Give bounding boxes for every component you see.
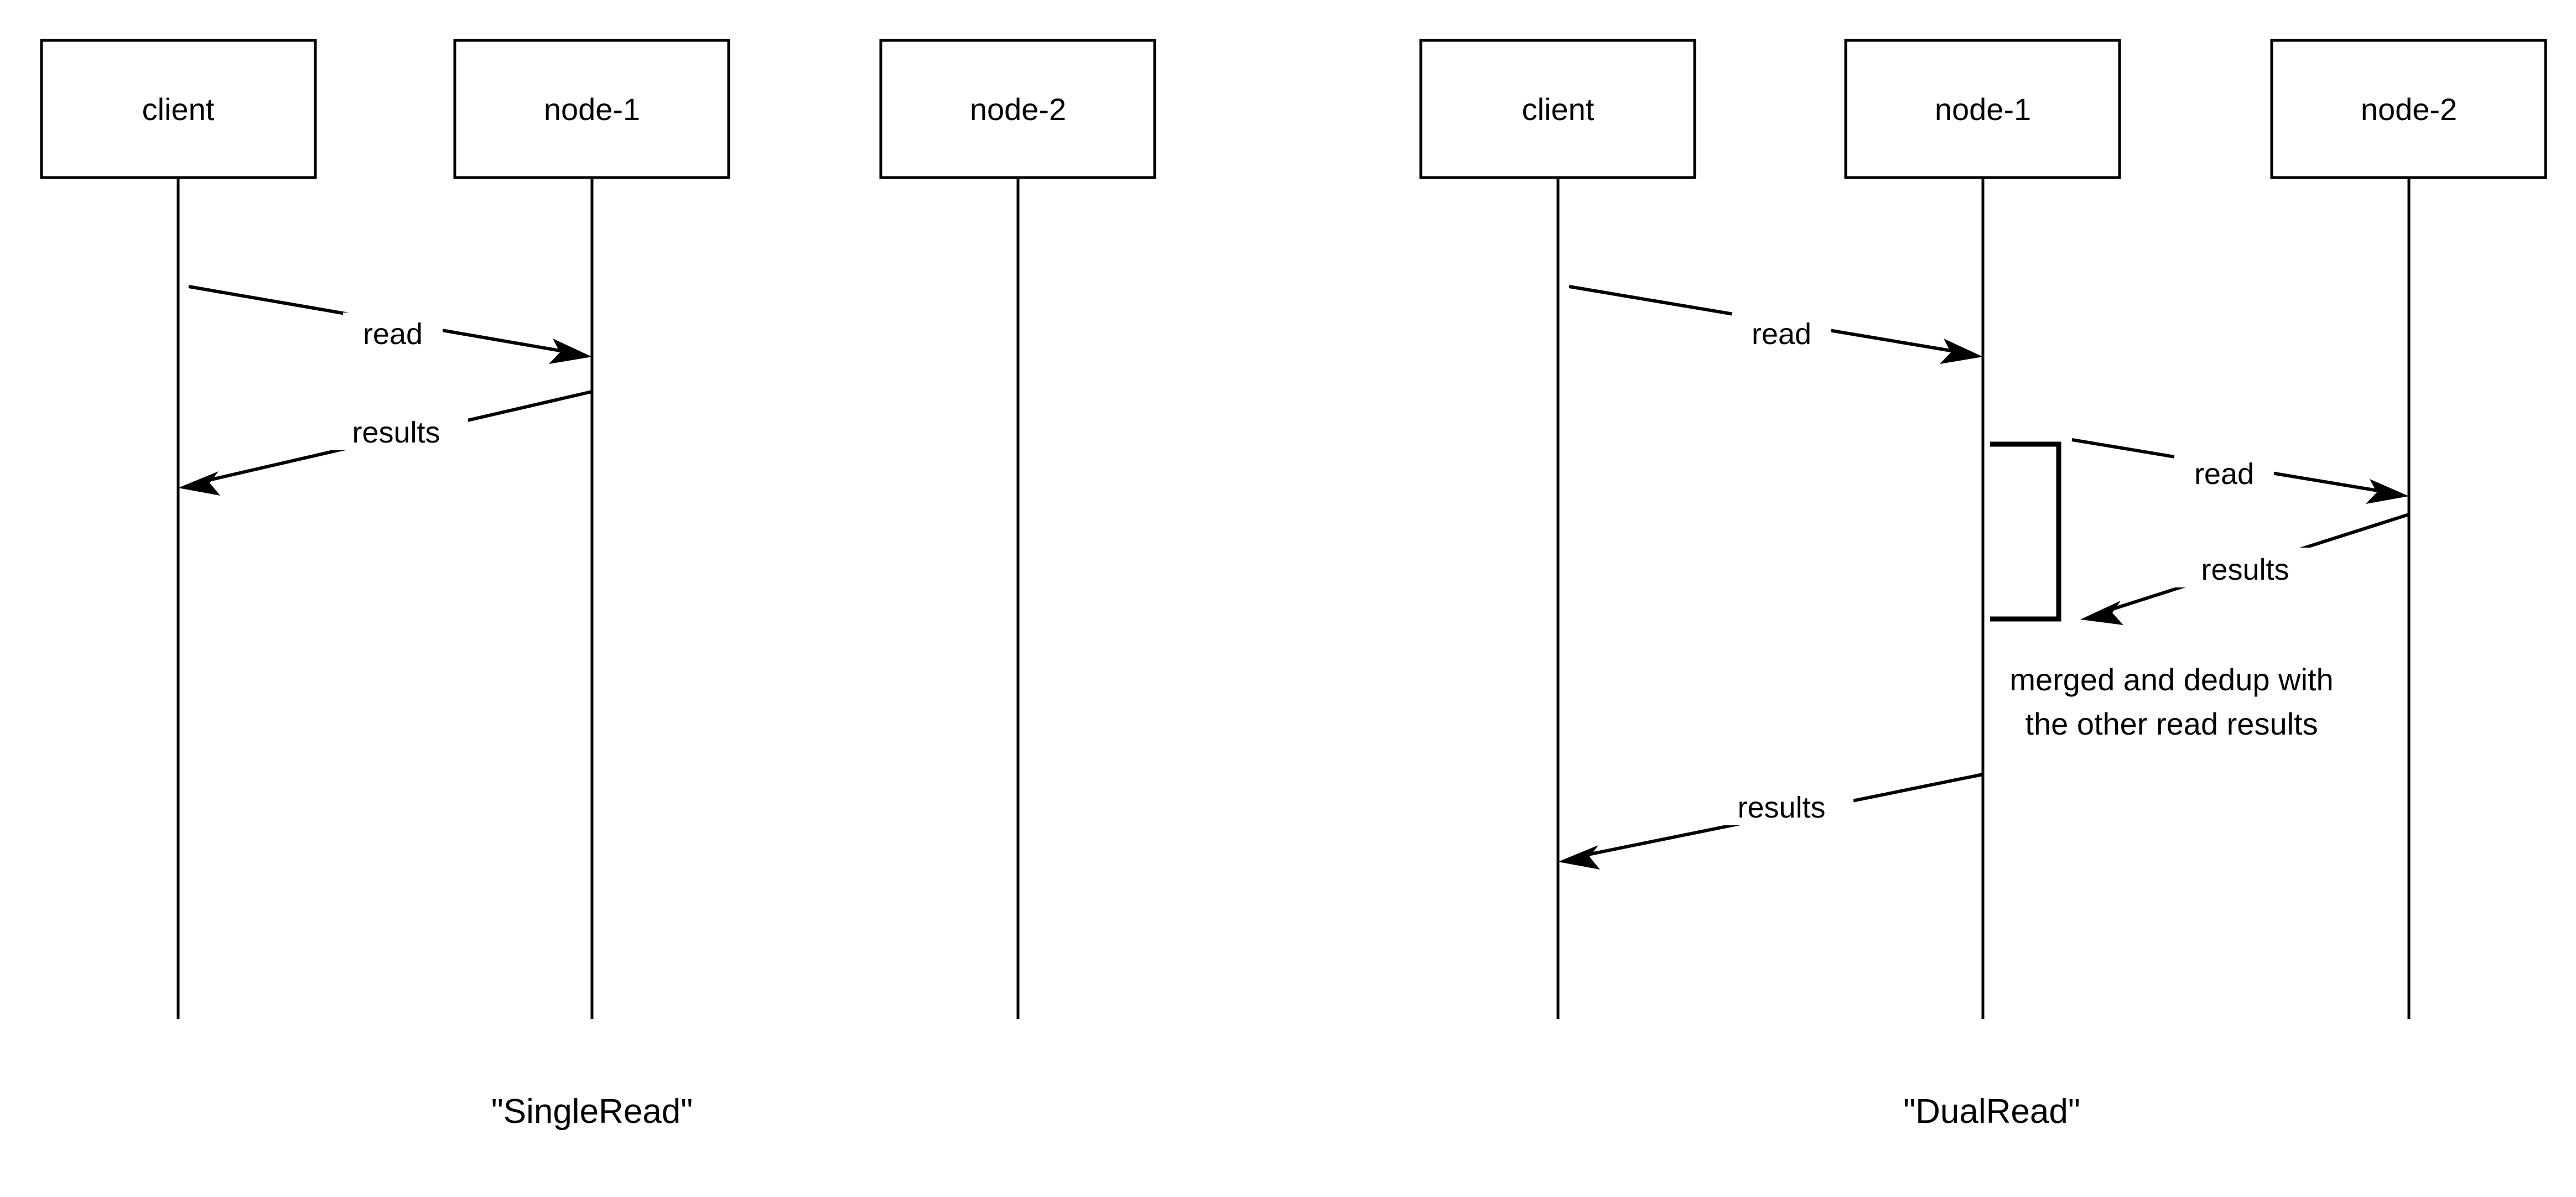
diagram-single-read: client node-1 node-2 read (40, 39, 1156, 1131)
participant-box-node-1[interactable] (453, 39, 730, 179)
participant-label-node-1: node-1 (544, 92, 640, 127)
message-label-bg-read-n1-n2 (2174, 452, 2274, 491)
participant-node-2-dual[interactable]: node-2 (2270, 39, 2547, 1019)
participant-box-node-1-dual[interactable] (1844, 39, 2121, 179)
message-read-node-1-to-node-2[interactable]: read (2071, 438, 2409, 504)
note-merged-dedup-line-2: the other read results (2025, 706, 2318, 741)
participant-box-client-dual[interactable] (1419, 39, 1696, 179)
arrowhead-results-n2-n1-icon (2080, 601, 2123, 625)
message-label-bg-results (324, 410, 468, 450)
participant-box-node-2[interactable] (879, 39, 1156, 179)
participant-box-node-2-dual[interactable] (2270, 39, 2547, 179)
participant-node-1[interactable]: node-1 (453, 39, 730, 1019)
arrowhead-results-dual-icon (1558, 845, 1600, 870)
activation-bracket-node-1 (1990, 441, 2061, 622)
diagram-caption-dual-read: "DualRead" (1903, 1092, 2080, 1131)
arrowhead-read-icon (549, 339, 592, 364)
participant-label-node-2: node-2 (970, 92, 1066, 127)
message-label-bg-read (343, 313, 443, 351)
message-label-read-dual: read (1752, 318, 1811, 351)
message-results-node-1-to-client-dual[interactable]: results (1558, 773, 1983, 870)
note-merged-dedup: merged and dedup with the other read res… (2009, 662, 2333, 741)
message-label-results: results (352, 416, 440, 449)
participant-label-node-2-dual: node-2 (2361, 92, 2457, 127)
participant-label-client-dual: client (1522, 92, 1595, 127)
arrowhead-read-dual-icon (1940, 339, 1983, 364)
diagram-dual-read: client node-1 node-2 read (1419, 39, 2547, 1131)
participant-box-client[interactable] (40, 39, 317, 179)
message-label-read-n1-n2: read (2194, 457, 2254, 491)
message-label-results-n2-n1: results (2201, 553, 2289, 586)
participant-client[interactable]: client (40, 39, 317, 1019)
participant-node-1-dual[interactable]: node-1 (1844, 39, 2121, 1019)
participant-label-client: client (142, 92, 215, 127)
participant-node-2[interactable]: node-2 (879, 39, 1156, 1019)
message-read-client-to-node-1-dual[interactable]: read (1569, 285, 1983, 364)
diagram-caption-single-read: "SingleRead" (491, 1092, 693, 1131)
message-results-node-1-to-client[interactable]: results (178, 390, 593, 496)
message-label-bg-results-dual (1710, 785, 1853, 825)
message-label-results-dual: results (1737, 791, 1825, 824)
message-read-client-to-node-1[interactable]: read (188, 285, 592, 364)
arrowhead-read-n1-n2-icon (2366, 479, 2409, 504)
message-results-node-2-to-node-1[interactable]: results (2080, 513, 2409, 625)
arrowhead-results-icon (178, 471, 220, 496)
activation-bracket-shape (1990, 441, 2061, 622)
participant-label-node-1-dual: node-1 (1935, 92, 2031, 127)
message-label-bg-results-n2-n1 (2173, 548, 2317, 587)
note-merged-dedup-line-1: merged and dedup with (2009, 662, 2333, 697)
participant-client-dual[interactable]: client (1419, 39, 1696, 1019)
message-label-bg-read-dual (1732, 313, 1831, 351)
message-label-read: read (363, 318, 423, 351)
